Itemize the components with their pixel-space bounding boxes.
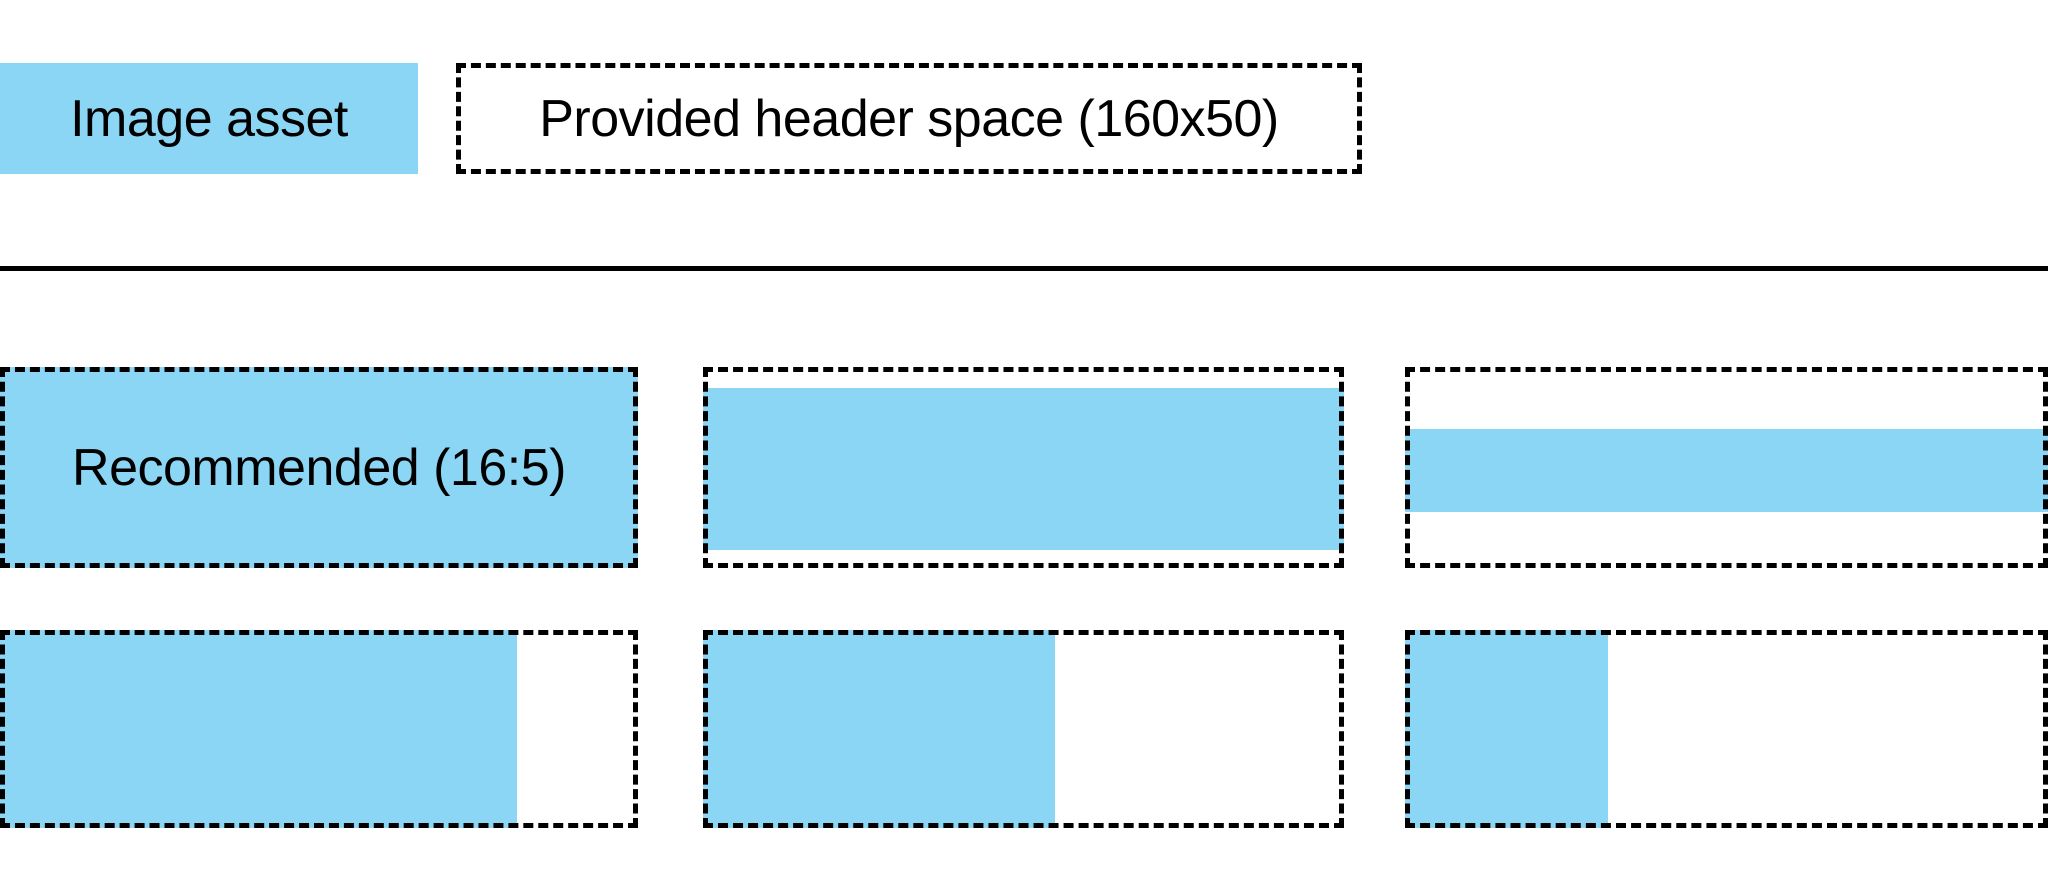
legend-header-space-label: Provided header space (160x50)	[539, 89, 1279, 148]
image-asset-fill	[0, 630, 517, 828]
separator-line	[0, 266, 2048, 271]
cell-narrower-asset-medium	[703, 630, 1344, 828]
image-asset-fill	[1405, 429, 2048, 512]
cell-wider-asset-medium	[703, 367, 1344, 568]
cell-wider-asset-extreme	[1405, 367, 2048, 568]
recommended-label-wrap: Recommended (16:5)	[0, 367, 638, 568]
image-asset-fill	[1405, 630, 1608, 828]
image-asset-fill	[703, 630, 1055, 828]
image-asset-fill	[0, 367, 638, 568]
image-asset-fill	[703, 388, 1344, 550]
legend-image-asset-label: Image asset	[70, 89, 348, 148]
cell-narrower-asset-slight	[0, 630, 638, 828]
cell-recommended-16-5: Recommended (16:5)	[0, 367, 638, 568]
legend-image-asset-swatch: Image asset	[0, 63, 418, 174]
cell-narrower-asset-extreme	[1405, 630, 2048, 828]
legend-header-space-box: Provided header space (160x50)	[456, 63, 1362, 174]
recommended-label: Recommended (16:5)	[72, 438, 566, 497]
